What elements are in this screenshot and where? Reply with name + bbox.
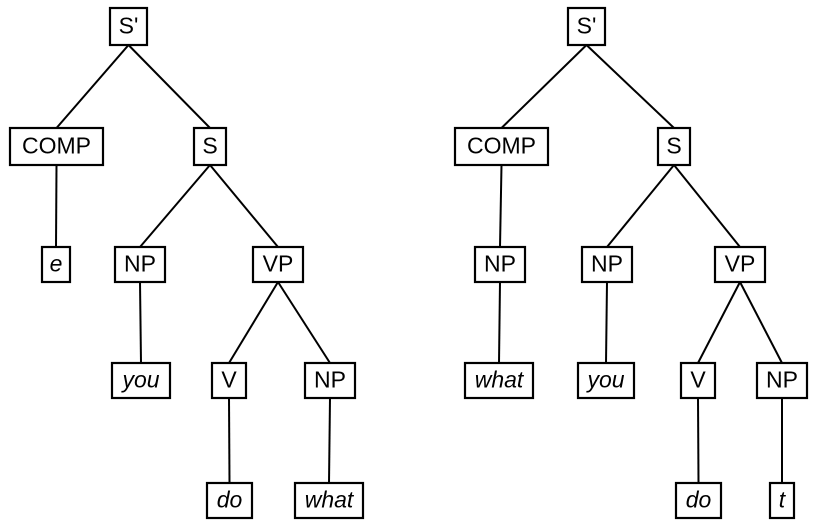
tree-edge-r-vp-to-r-v	[697, 281, 741, 364]
node-label: VP	[725, 251, 756, 277]
node-box	[674, 481, 723, 520]
node-label: VP	[263, 251, 294, 277]
tree-edge-l-s-to-l-np1	[139, 164, 211, 248]
tree-edge-l-sbar-to-l-s	[127, 44, 211, 129]
tree-edge-l-comp-to-l-e	[55, 164, 58, 248]
tree-node-r-what[interactable]: what	[463, 361, 535, 400]
tree-edge-r-np1-to-r-you	[605, 281, 608, 364]
node-label: NP	[124, 251, 156, 277]
tree-node-r-vp[interactable]: VP	[713, 245, 767, 284]
tree-node-r-s[interactable]: S	[656, 126, 692, 167]
node-box	[576, 361, 636, 400]
tree-node-l-np2[interactable]: NP	[303, 361, 357, 400]
tree-node-l-do[interactable]: do	[205, 481, 254, 520]
node-label: NP	[314, 367, 346, 393]
tree-node-l-sbar[interactable]: S'	[108, 6, 149, 47]
tree-edge-r-vp-to-r-np2	[739, 281, 783, 364]
tree-node-l-e[interactable]: e	[40, 245, 72, 284]
node-box	[303, 361, 357, 400]
node-box	[108, 6, 149, 47]
tree-node-l-v[interactable]: V	[210, 361, 248, 400]
tree-edge-l-vp-to-l-np2	[277, 281, 331, 364]
tree-edges-layer	[55, 44, 783, 484]
node-label: COMP	[467, 133, 536, 159]
tree-edge-l-v-to-l-do	[228, 397, 231, 484]
tree-node-l-comp[interactable]: COMP	[8, 126, 105, 167]
tree-edge-r-s-to-r-vp	[673, 164, 741, 248]
node-box	[251, 245, 305, 284]
node-label: e	[50, 251, 63, 277]
tree-node-l-you[interactable]: you	[110, 361, 172, 400]
node-label: S'	[577, 13, 597, 39]
node-label: NP	[766, 367, 798, 393]
node-label: what	[305, 487, 355, 513]
tree-node-l-np1[interactable]: NP	[113, 245, 167, 284]
tree-node-l-what[interactable]: what	[293, 481, 365, 520]
node-box	[113, 245, 167, 284]
node-box	[205, 481, 254, 520]
tree-edge-l-s-to-l-vp	[209, 164, 279, 248]
tree-edge-l-np1-to-l-you	[139, 281, 142, 364]
tree-edge-r-comp-to-r-np0	[499, 164, 503, 248]
node-label: t	[779, 487, 787, 513]
node-box	[566, 6, 607, 47]
surface-structure-tree-edges	[498, 44, 783, 484]
node-label: NP	[484, 251, 516, 277]
tree-node-l-s[interactable]: S	[192, 126, 228, 167]
node-box	[755, 361, 809, 400]
node-box	[473, 245, 527, 284]
node-label: V	[221, 367, 237, 393]
tree-edge-l-np2-to-l-what	[328, 397, 331, 484]
node-box	[463, 361, 535, 400]
node-label: do	[217, 487, 243, 513]
node-box	[713, 245, 767, 284]
tree-node-r-np2[interactable]: NP	[755, 361, 809, 400]
surface-structure-tree-nodes: S' COMP S NP NP VP what you V NP do t	[453, 6, 809, 520]
tree-node-r-np1[interactable]: NP	[580, 245, 634, 284]
node-label: S	[666, 133, 681, 159]
node-box	[656, 126, 692, 167]
tree-edge-l-vp-to-l-v	[228, 281, 279, 364]
node-label: COMP	[22, 133, 91, 159]
tree-edge-r-s-to-r-np1	[606, 164, 675, 248]
node-box	[580, 245, 634, 284]
node-label: S'	[119, 13, 139, 39]
deep-structure-tree-edges	[55, 44, 331, 484]
node-box	[110, 361, 172, 400]
node-label: what	[475, 367, 525, 393]
tree-edge-l-sbar-to-l-comp	[55, 44, 130, 129]
tree-node-r-t[interactable]: t	[768, 481, 796, 520]
tree-node-r-sbar[interactable]: S'	[566, 6, 607, 47]
node-label: do	[686, 487, 712, 513]
node-label: you	[120, 367, 159, 393]
node-box	[679, 361, 717, 400]
tree-node-r-np0[interactable]: NP	[473, 245, 527, 284]
tree-node-r-you[interactable]: you	[576, 361, 636, 400]
tree-node-r-do[interactable]: do	[674, 481, 723, 520]
tree-edge-r-v-to-r-do	[697, 397, 700, 484]
node-box	[8, 126, 105, 167]
tree-edge-r-sbar-to-r-comp	[500, 44, 588, 129]
node-box	[768, 481, 796, 520]
tree-edge-r-np0-to-r-what	[498, 281, 501, 364]
tree-node-r-v[interactable]: V	[679, 361, 717, 400]
node-label: NP	[591, 251, 623, 277]
tree-edge-r-sbar-to-r-s	[585, 44, 675, 129]
node-box	[40, 245, 72, 284]
tree-node-l-vp[interactable]: VP	[251, 245, 305, 284]
node-box	[453, 126, 550, 167]
node-box	[293, 481, 365, 520]
node-box	[210, 361, 248, 400]
tree-node-r-comp[interactable]: COMP	[453, 126, 550, 167]
node-label: you	[585, 367, 624, 393]
node-label: V	[690, 367, 706, 393]
node-label: S	[202, 133, 217, 159]
node-box	[192, 126, 228, 167]
